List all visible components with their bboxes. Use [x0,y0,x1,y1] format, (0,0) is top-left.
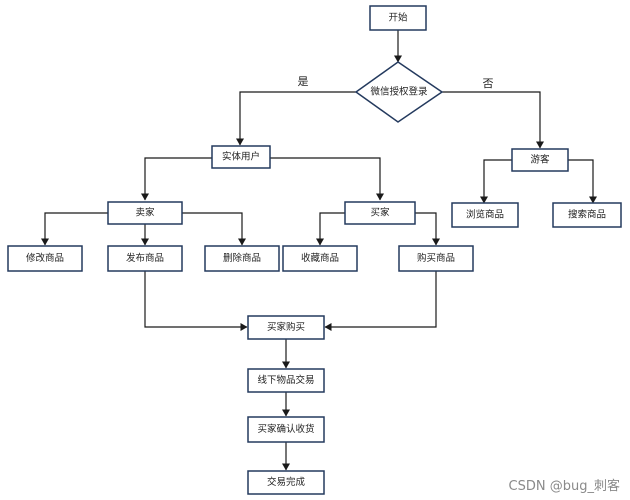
edge-buyer-to-buy [415,212,440,246]
node-trade-done-label: 交易完成 [267,476,306,488]
node-edit-item-label: 修改商品 [26,252,64,264]
node-publish-item: 发布商品 [107,245,183,272]
node-seller-label: 卖家 [135,207,155,219]
node-confirm-receipt: 买家确认收货 [247,416,325,443]
node-trade-done: 交易完成 [247,470,325,495]
edge-real-user-to-buyer [270,157,384,201]
watermark: CSDN @bug_刺客 [508,479,620,494]
node-real-user-label: 实体用户 [222,151,260,163]
edge-guest-to-search [568,159,597,204]
edge-label-yes: 是 [298,75,309,88]
node-favorite-item: 收藏商品 [282,245,358,272]
node-guest-label: 游客 [530,154,550,166]
edge-publish-to-purchase [144,271,248,331]
node-delete-item-label: 删除商品 [223,252,261,264]
edge-guest-to-browse [480,159,512,204]
node-buyer: 买家 [344,201,416,225]
node-real-user: 实体用户 [211,145,271,169]
node-browse-item: 浏览商品 [451,202,519,228]
edge-seller-to-delete [182,212,246,246]
node-start-label: 开始 [388,12,408,24]
node-start: 开始 [369,5,427,31]
node-seller: 卖家 [107,201,183,225]
node-edit-item: 修改商品 [7,245,83,272]
node-offline-trade-label: 线下物品交易 [257,374,314,386]
node-buyer-purchase-label: 买家购买 [267,321,305,333]
edge-real-user-to-seller [141,157,212,201]
node-buy-item: 购买商品 [398,245,474,272]
node-search-item: 搜索商品 [552,202,622,228]
node-favorite-item-label: 收藏商品 [301,252,339,264]
node-delete-item: 删除商品 [204,245,280,272]
edge-label-no: 否 [483,77,494,90]
node-decision: 微信授权登录 [354,61,444,123]
node-buyer-purchase: 买家购买 [247,315,325,340]
edge-decision-to-guest [442,91,544,149]
node-buyer-label: 买家 [370,207,390,219]
edge-buy-to-purchase [324,271,437,331]
node-search-item-label: 搜索商品 [568,209,606,221]
edge-seller-to-edit [41,212,108,246]
node-offline-trade: 线下物品交易 [247,368,325,393]
node-browse-item-label: 浏览商品 [466,209,504,221]
node-confirm-receipt-label: 买家确认收货 [257,423,314,435]
edge-buyer-to-favorite [316,212,345,246]
node-decision-label: 微信授权登录 [370,86,428,98]
node-buy-item-label: 购买商品 [417,252,455,264]
node-guest: 游客 [511,148,569,172]
node-publish-item-label: 发布商品 [126,252,164,264]
edge-decision-to-real-user [236,91,356,146]
